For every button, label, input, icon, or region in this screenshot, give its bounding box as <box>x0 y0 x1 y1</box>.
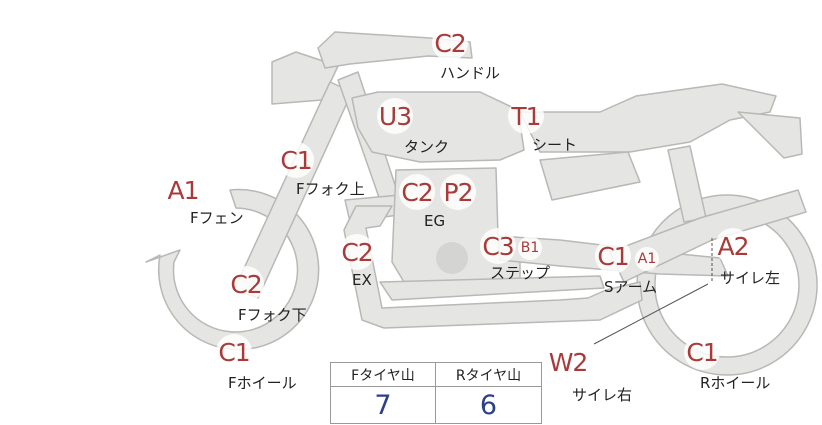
label-fork-upper: Fフォク上 <box>296 180 365 198</box>
seat-tail <box>519 83 777 153</box>
label-swingarm: Sアーム <box>604 278 658 296</box>
grade-badge-engine-2: P2 <box>440 174 476 210</box>
grade-badge-step-2: B1 <box>518 236 542 260</box>
grade-badge-swingarm: C1 <box>595 238 631 274</box>
rear-tire-header: Rタイヤ山 <box>436 363 541 387</box>
label-tank: タンク <box>404 138 450 156</box>
label-handle: ハンドル <box>440 64 501 82</box>
grade-badge-seat: T1 <box>508 98 544 134</box>
silencer-leader-line <box>593 283 709 345</box>
label-exhaust: EX <box>352 271 372 289</box>
label-step: ステップ <box>490 264 551 282</box>
grade-badge-handle: C2 <box>432 25 468 61</box>
grade-badge-step: C3 <box>480 228 516 264</box>
grade-badge-fork-upper: C1 <box>278 142 314 178</box>
exhaust-lower <box>379 275 605 301</box>
label-f-fender: Fフェン <box>190 209 244 227</box>
front-tire-value: 7 <box>331 387 436 423</box>
grade-badge-tank: U3 <box>377 98 413 134</box>
front-tire-header: Fタイヤ山 <box>331 363 436 387</box>
label-muffler-left: サイレ左 <box>720 269 781 287</box>
grade-badge-muffler-right: W2 <box>549 344 588 380</box>
tire-tread-table: Fタイヤ山 Rタイヤ山 7 6 <box>330 362 542 424</box>
label-r-wheel: Rホイール <box>700 374 771 392</box>
grade-badge-fork-lower: C2 <box>228 266 264 302</box>
label-f-wheel: Fホイール <box>228 374 297 392</box>
grade-badge-f-fender: A1 <box>165 172 201 208</box>
grade-badge-muffler-left: A2 <box>715 228 751 264</box>
engine-cover <box>436 242 468 274</box>
label-fork-lower: Fフォク下 <box>238 306 307 324</box>
label-engine: EG <box>424 212 446 230</box>
grade-badge-exhaust: C2 <box>339 234 375 270</box>
grade-badge-r-wheel: C1 <box>684 334 720 370</box>
muffler <box>609 189 807 283</box>
label-seat: シート <box>532 136 578 154</box>
grade-badge-swingarm-2: A1 <box>635 247 659 271</box>
label-muffler-right: サイレ右 <box>572 386 633 404</box>
rear-shock <box>667 145 707 223</box>
tail-cowl <box>737 111 803 159</box>
exhaust-pipe <box>343 205 643 329</box>
grade-badge-engine: C2 <box>399 174 435 210</box>
side-cover <box>539 151 641 201</box>
grade-badge-f-wheel: C1 <box>216 334 252 370</box>
rear-tire-value: 6 <box>479 389 498 421</box>
